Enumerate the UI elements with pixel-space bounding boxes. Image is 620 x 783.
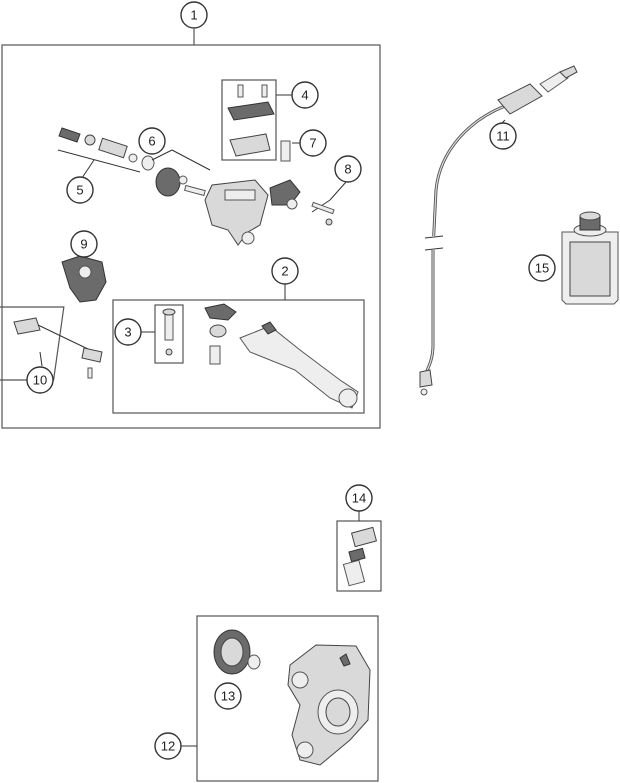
clamp-part-9 (61, 255, 107, 303)
callout-6-leader (151, 149, 173, 161)
svg-text:5: 5 (76, 183, 83, 198)
svg-text:9: 9 (80, 237, 87, 252)
svg-text:15: 15 (535, 261, 549, 276)
svg-text:10: 10 (33, 373, 47, 388)
callout-12: 12 (154, 732, 182, 760)
bleeder-part-14 (342, 526, 378, 587)
svg-text:7: 7 (309, 136, 316, 151)
master-cylinder-body (204, 179, 301, 246)
callout-7: 7 (299, 129, 327, 157)
callout-9: 9 (70, 230, 98, 258)
bleeder-part-7 (280, 140, 291, 162)
callout-2: 2 (271, 257, 299, 285)
switch-part-10 (13, 317, 103, 379)
boot-part-6 (155, 167, 206, 197)
callout-4: 4 (291, 81, 319, 109)
svg-text:13: 13 (221, 689, 235, 704)
part-5-bracket-top (57, 149, 141, 173)
svg-text:11: 11 (496, 129, 510, 144)
callout-3: 3 (114, 318, 142, 346)
callout-10: 10 (26, 366, 54, 394)
svg-text:4: 4 (301, 88, 308, 103)
reservoir-cover-part-4 (227, 84, 275, 157)
svg-text:2: 2 (281, 264, 288, 279)
svg-text:14: 14 (352, 491, 366, 506)
callout-5-leader (81, 159, 95, 179)
callout-8: 8 (334, 155, 362, 183)
callout-8-leader (329, 181, 347, 201)
adjuster-part-2 (204, 303, 237, 365)
hose-break-gap (425, 236, 443, 250)
assembly-12-frame (196, 615, 379, 782)
assembly-2-frame (112, 299, 365, 414)
brake-line-part-11 (419, 65, 578, 396)
lever-part-2 (239, 321, 359, 409)
assembly-1-frame (1, 44, 381, 429)
part-4-box (221, 79, 277, 161)
caliper-part-12 (287, 644, 371, 766)
fluid-bottle-part-15 (561, 211, 619, 305)
part-6-bracket (171, 149, 211, 171)
callout-15: 15 (528, 254, 556, 282)
svg-text:1: 1 (190, 8, 197, 23)
callout-6: 6 (138, 127, 166, 155)
callout-5: 5 (66, 176, 94, 204)
svg-text:12: 12 (161, 739, 175, 754)
part-3-box (154, 304, 184, 364)
assembly-1-group (0, 29, 381, 429)
callout-14: 14 (345, 484, 373, 512)
callout-1: 1 (180, 1, 208, 29)
callout-11: 11 (489, 122, 517, 150)
piston-kit-part-5 (58, 127, 155, 171)
svg-text:8: 8 (344, 162, 351, 177)
callout-10-leader (39, 351, 43, 367)
svg-text:3: 3 (124, 325, 131, 340)
callout-13: 13 (214, 682, 242, 710)
piston-part-13 (213, 629, 261, 675)
pin-part-3 (162, 308, 176, 356)
svg-text:6: 6 (148, 134, 155, 149)
screw-part-8 (311, 201, 335, 226)
part-10-box (0, 306, 65, 381)
